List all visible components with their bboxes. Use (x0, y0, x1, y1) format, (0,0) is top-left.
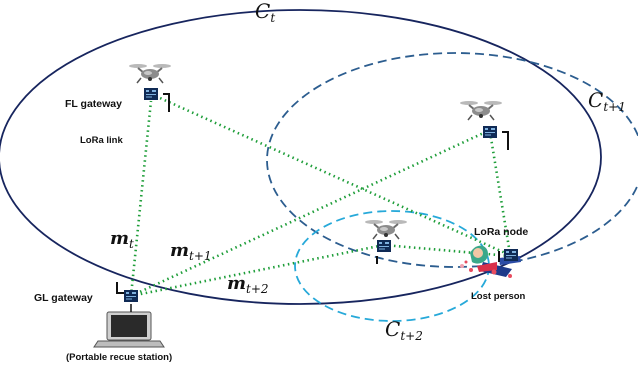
message-label-base: m (110, 228, 130, 249)
coverage-label-base: C (255, 0, 271, 23)
message-label-sub: t+1 (189, 249, 212, 263)
lora-link-label: LoRa link (80, 135, 123, 146)
message-label-t-plus-1: mt+1 (170, 240, 212, 263)
message-label-base: m (170, 240, 190, 261)
coverage-label-base: C (588, 88, 604, 112)
lora-node-label: LoRa node (474, 226, 529, 238)
link-drone-t1-to-node (488, 131, 512, 255)
link-gl-to-drone-t1 (130, 128, 491, 298)
portable-station-label: (Portable recue station) (66, 352, 173, 363)
link-drone-t2-to-node (383, 243, 511, 258)
gateway-module-icon (498, 249, 518, 262)
coverage-label-sub: t+2 (400, 329, 423, 343)
coverage-label-sub: t+1 (603, 100, 626, 114)
message-label-t: mt (110, 228, 134, 251)
link-gl-to-fl (129, 100, 153, 297)
link-gl-to-drone-t2 (130, 243, 385, 298)
gateway-module-icon (144, 88, 170, 112)
lost-person-label: Lost person (471, 291, 526, 302)
fl-gateway-label: FL gateway (65, 98, 122, 110)
coverage-label-t: Ct (255, 0, 275, 25)
message-label-sub: t (129, 237, 134, 251)
drone-icon (128, 63, 172, 84)
coverage-label-t-plus-1: Ct+1 (588, 88, 626, 114)
message-label-base: m (227, 273, 247, 294)
coverage-label-t-plus-2: Ct+2 (385, 317, 423, 343)
coverage-label-sub: t (270, 11, 276, 25)
link-fl-to-node (150, 92, 513, 258)
gateway-module-icon (116, 282, 138, 302)
message-label-t-plus-2: mt+2 (227, 273, 269, 296)
coverage-ellipse-t-plus-1 (266, 52, 638, 268)
drone-icon (364, 219, 408, 240)
gateway-module-icon (483, 126, 509, 150)
gateway-module-icon (376, 240, 391, 264)
coverage-label-base: C (385, 317, 401, 341)
laptop-icon (93, 304, 165, 348)
message-label-sub: t+2 (246, 282, 269, 296)
coverage-ellipse-t (0, 9, 602, 305)
lora-links (129, 92, 513, 298)
drone-icon (459, 100, 503, 121)
gl-gateway-label: GL gateway (34, 292, 93, 304)
